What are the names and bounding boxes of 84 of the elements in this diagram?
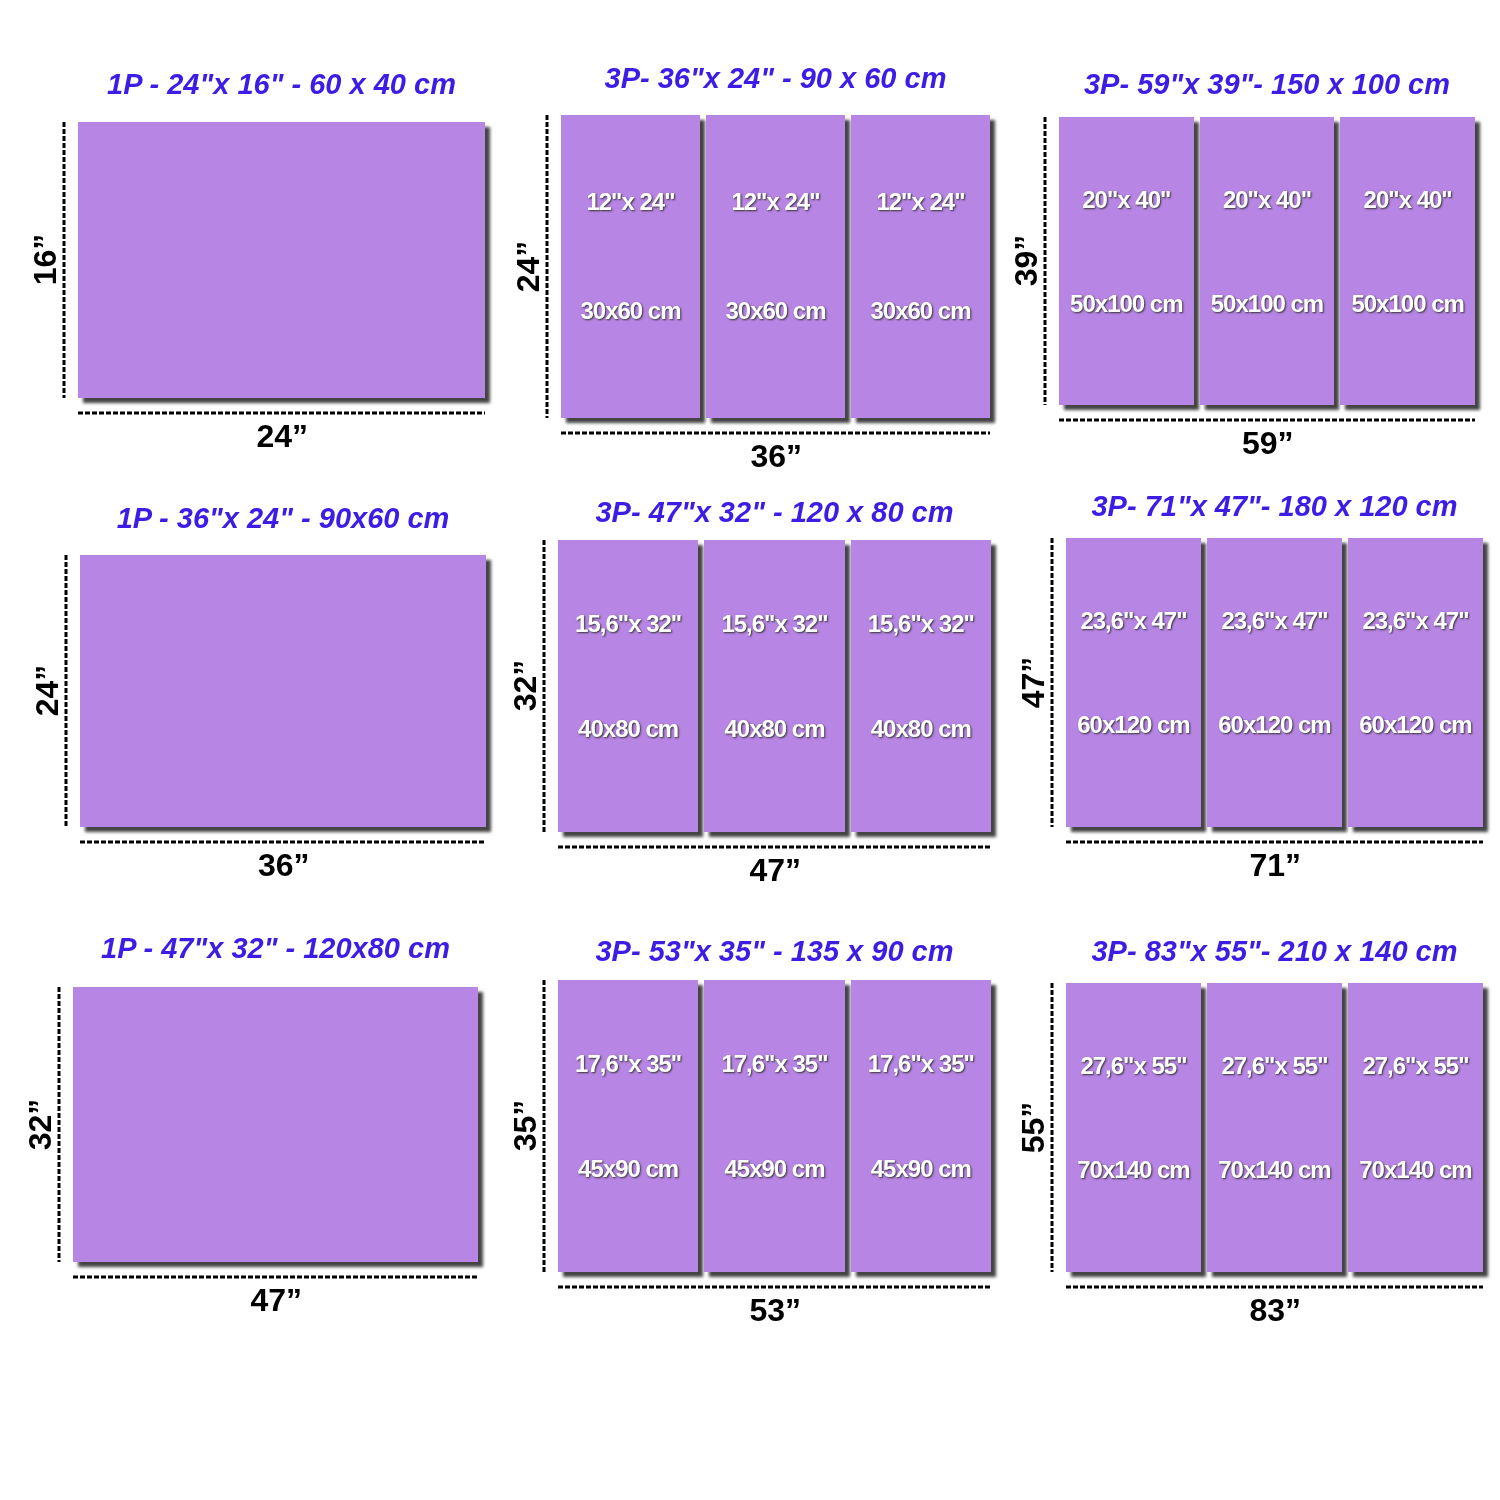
size-inches-text: 17,6"x 35" [720, 1050, 829, 1079]
size-cm-text: 60x120 cm [1217, 711, 1332, 740]
size-title: 3P- 53"x 35" - 135 x 90 cm [595, 935, 954, 968]
size-title: 3P- 59"x 39"- 150 x 100 cm [1083, 68, 1451, 101]
canvas-panel [851, 115, 990, 418]
size-cm-text: 60x120 cm [1358, 711, 1473, 740]
size-cm-text: 30x60 cm [724, 296, 827, 325]
size-inches-text: 12"x 24" [585, 187, 676, 216]
width-dimension-text: 71” [1249, 847, 1302, 884]
size-inches-text: 12"x 24" [875, 187, 966, 216]
size-title: 1P - 36"x 24" - 90x60 cm [116, 502, 450, 535]
size-cm-text: 70x140 cm [1217, 1156, 1332, 1185]
canvas-panel [561, 115, 700, 418]
size-cm-text: 45x90 cm [723, 1155, 826, 1184]
height-dimension-text: 55” [1015, 1101, 1053, 1153]
size-title: 3P- 36"x 24" - 90 x 60 cm [604, 62, 947, 95]
size-cm-text: 50x100 cm [1069, 289, 1184, 318]
size-title: 3P- 83"x 55"- 210 x 140 cm [1091, 935, 1458, 968]
canvas-panel [73, 987, 478, 1262]
width-dimension-text: 24” [256, 418, 309, 455]
width-dimension-text: 36” [258, 847, 310, 884]
canvas-panel [1066, 983, 1201, 1272]
size-inches-text: 27,6"x 55" [1361, 1052, 1470, 1081]
height-dimension-text: 32” [507, 659, 545, 712]
size-cm-text: 30x60 cm [579, 296, 682, 325]
height-dimension-text: 32” [22, 1098, 60, 1150]
size-inches-text: 17,6"x 35" [574, 1050, 683, 1079]
canvas-panel [850, 980, 991, 1272]
height-dimension-text: 35” [507, 1099, 545, 1152]
size-inches-text: 27,6"x 55" [1079, 1052, 1188, 1081]
height-dimension-text: 16” [27, 233, 65, 286]
canvas-panel [1199, 117, 1335, 405]
size-inches-text: 20"x 40" [1081, 186, 1172, 215]
canvas-panel [1066, 538, 1201, 827]
size-inches-text: 12"x 24" [730, 187, 821, 216]
size-inches-text: 15,6"x 32" [720, 610, 829, 639]
canvas-panel [704, 540, 845, 832]
size-inches-text: 17,6"x 35" [866, 1050, 975, 1079]
size-inches-text: 27,6"x 55" [1220, 1052, 1329, 1081]
size-cm-text: 40x80 cm [723, 715, 826, 744]
width-dimension-text: 47” [250, 1282, 303, 1319]
size-inches-text: 20"x 40" [1221, 186, 1313, 215]
width-dimension-text: 59” [1242, 425, 1294, 462]
size-cm-text: 60x120 cm [1076, 711, 1191, 740]
width-dimension-text: 47” [749, 852, 802, 889]
size-inches-text: 23,6"x 47" [1220, 607, 1329, 636]
size-title: 1P - 24"x 16" - 60 x 40 cm [107, 68, 456, 101]
size-inches-text: 15,6"x 32" [866, 610, 975, 639]
size-cm-text: 50x100 cm [1350, 289, 1465, 318]
canvas-panel [1207, 983, 1342, 1272]
canvas-panel [850, 540, 991, 832]
canvas-panel [558, 980, 699, 1272]
size-inches-text: 23,6"x 47" [1079, 607, 1188, 636]
canvas-panel [78, 122, 485, 398]
size-title: 1P - 47"x 32" - 120x80 cm [101, 932, 450, 965]
canvas-panel [80, 555, 486, 827]
canvas-panel [1348, 983, 1483, 1272]
canvas-panel [1348, 538, 1483, 827]
canvas-panel [1207, 538, 1342, 827]
height-dimension-text: 24” [29, 664, 67, 717]
size-title: 3P- 71"x 47"- 180 x 120 cm [1091, 490, 1458, 523]
height-dimension-text: 39” [1008, 234, 1046, 287]
height-dimension-text: 24” [510, 240, 548, 292]
width-dimension-text: 53” [749, 1292, 802, 1329]
size-cm-text: 70x140 cm [1076, 1156, 1191, 1185]
size-cm-text: 45x90 cm [577, 1155, 680, 1184]
size-cm-text: 70x140 cm [1358, 1156, 1473, 1185]
size-title: 3P- 47"x 32" - 120 x 80 cm [595, 496, 954, 529]
canvas-panel [706, 115, 845, 418]
width-dimension-text: 36” [750, 438, 803, 475]
size-inches-text: 23,6"x 47" [1361, 607, 1470, 636]
size-cm-text: 45x90 cm [869, 1155, 972, 1184]
size-cm-text: 30x60 cm [869, 296, 972, 325]
size-inches-text: 20"x 40" [1362, 186, 1453, 215]
size-cm-text: 50x100 cm [1209, 289, 1325, 318]
size-cm-text: 40x80 cm [869, 715, 972, 744]
size-cm-text: 40x80 cm [577, 715, 680, 744]
width-dimension-text: 83” [1249, 1292, 1302, 1329]
canvas-panel [558, 540, 699, 832]
canvas-panel [1059, 117, 1194, 405]
canvas-panel [1340, 117, 1475, 405]
height-dimension-text: 47” [1015, 656, 1053, 708]
size-inches-text: 15,6"x 32" [574, 610, 683, 639]
canvas-panel [704, 980, 845, 1272]
